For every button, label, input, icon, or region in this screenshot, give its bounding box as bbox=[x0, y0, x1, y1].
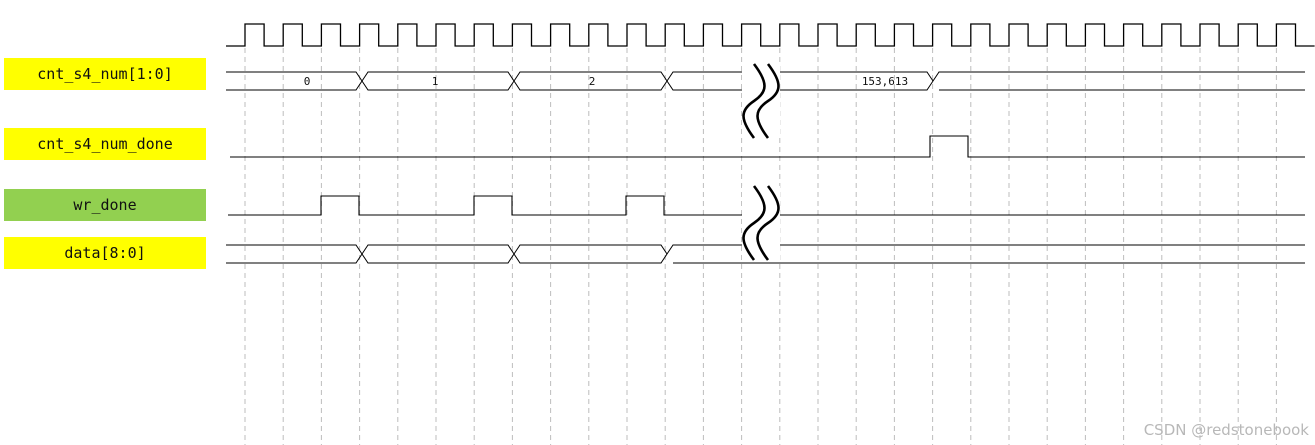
watermark: CSDN @redstonebook bbox=[1143, 421, 1309, 439]
cnt-s4-num-bus: 0 1 2 153,613 bbox=[226, 71, 1305, 91]
break-curve bbox=[756, 185, 780, 261]
grid-lines bbox=[244, 48, 1277, 445]
cnt-value-2: 2 bbox=[589, 75, 596, 88]
signal-label-data: data[8:0] bbox=[4, 237, 206, 269]
break-curve bbox=[756, 63, 780, 139]
signal-label-cnt-s4-num-done: cnt_s4_num_done bbox=[4, 128, 206, 160]
break-curve bbox=[742, 185, 766, 261]
cnt-value-0: 0 bbox=[304, 75, 311, 88]
cnt-s4-num-bus-lines bbox=[226, 71, 1305, 91]
cnt-value-1: 1 bbox=[432, 75, 439, 88]
wr-done-waveform bbox=[228, 195, 1305, 216]
data-bus-lines bbox=[226, 244, 1305, 264]
clock-waveform bbox=[226, 23, 1315, 47]
cnt-s4-num-done-waveform bbox=[230, 135, 1305, 158]
time-break-marks bbox=[742, 63, 780, 261]
break-curve bbox=[742, 63, 766, 139]
signal-label-cnt-s4-num: cnt_s4_num[1:0] bbox=[4, 58, 206, 90]
signal-label-wr-done: wr_done bbox=[4, 189, 206, 221]
cnt-value-3: 153,613 bbox=[862, 75, 908, 88]
